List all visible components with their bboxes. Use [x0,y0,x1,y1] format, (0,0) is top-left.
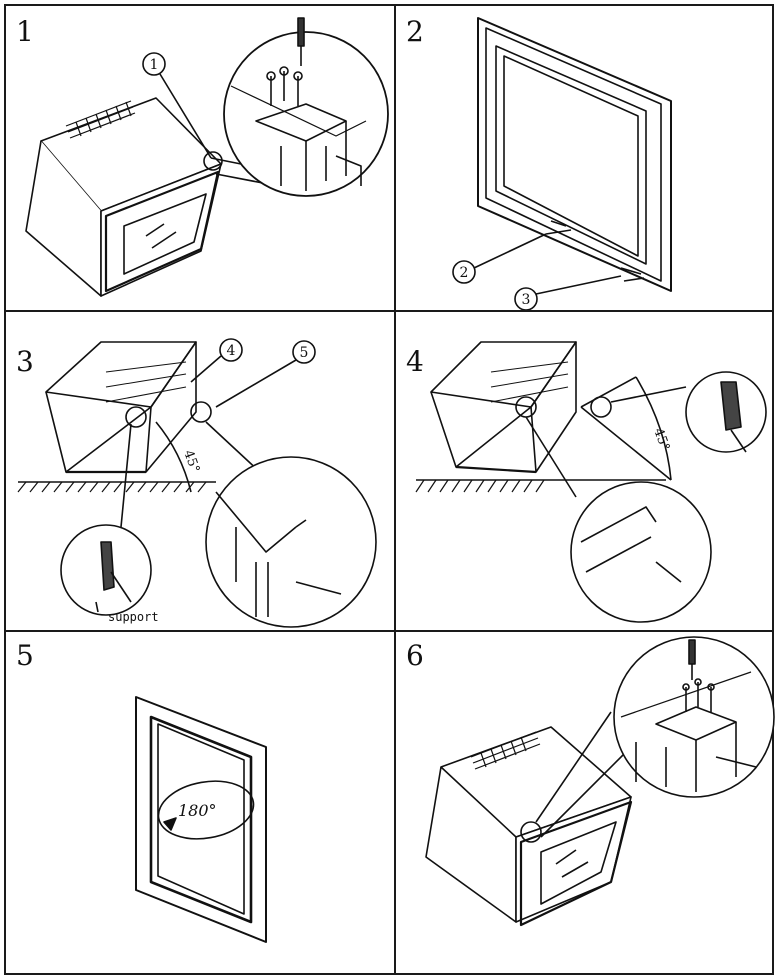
step-5-illustration: 180° [135,696,267,943]
step-number: 4 [406,345,424,378]
panel-step-4: 4 [396,312,776,630]
step-2-illustration: 2 3 [452,17,672,310]
callout-2: 2 [460,265,469,281]
horizontal-divider-1 [6,310,772,312]
horizontal-divider-2 [6,630,772,632]
rotation-label: 180° [178,801,217,820]
callout-5: 5 [300,345,309,361]
angle-label: 45° [180,448,202,475]
panel-step-5: 5 180° [6,632,394,977]
vertical-divider [394,6,396,973]
step-number: 3 [16,345,34,378]
callout-1: 1 [150,57,159,73]
angle-label: 45° [650,426,672,453]
panel-step-2: 2 2 3 [396,6,776,310]
panel-grid: 1 [4,4,776,977]
support-label: support [108,610,159,624]
step-number: 6 [406,639,424,672]
step-1-illustration: 1 [25,17,389,297]
step-number: 5 [16,639,34,672]
panel-step-3: 3 [6,312,394,630]
panel-step-1: 1 [6,6,394,310]
step-3-illustration: 4 5 45° support [17,338,377,628]
step-number: 2 [406,15,424,48]
step-number: 1 [16,15,34,48]
callout-3: 3 [522,292,531,308]
step-4-illustration: 45° [415,341,767,623]
panel-step-6: 6 [396,632,776,977]
step-6-illustration [425,636,775,927]
callout-4: 4 [227,343,236,359]
